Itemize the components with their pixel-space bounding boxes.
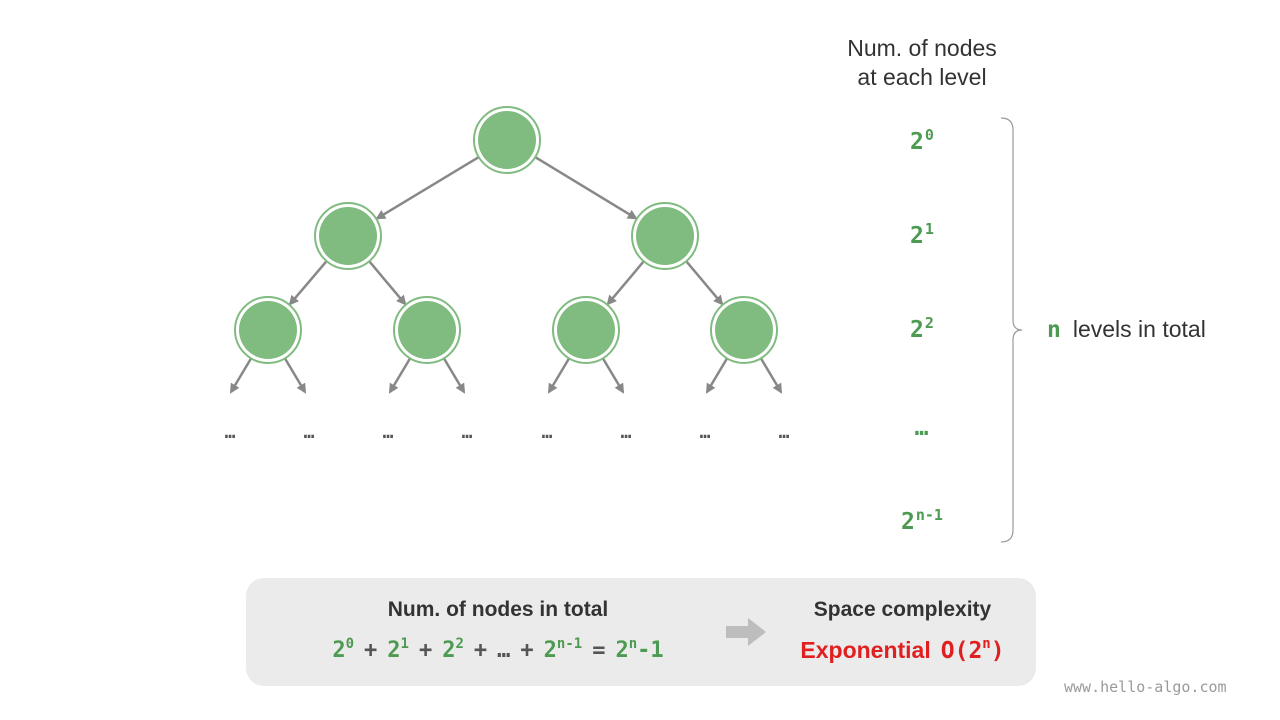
watermark: www.hello-algo.com (1064, 678, 1227, 696)
level-count-exp: 1 (924, 220, 934, 238)
level-count-1: 21 (872, 220, 972, 249)
levels-header-line2: at each level (857, 64, 987, 90)
space-complexity-value: Exponential O(2n) (780, 636, 1025, 664)
formula-term: 2n-1 (543, 636, 583, 663)
leaf-ellipsis: … (699, 422, 711, 443)
tree-edge (683, 258, 724, 306)
level-brace (1000, 117, 1023, 543)
levels-header-line1: Num. of nodes (847, 35, 997, 61)
level-count-exp: 2 (924, 314, 934, 332)
right-arrow-icon (726, 618, 766, 646)
tree-edge (229, 355, 254, 394)
level-count-base: 2 (910, 317, 924, 343)
leaf-ellipsis: … (224, 422, 236, 443)
leaf-ellipsis: … (461, 422, 473, 443)
tree-edge (532, 155, 638, 220)
formula-ellipsis: … (497, 638, 511, 663)
tree-node (715, 301, 773, 359)
level-count-base: 2 (901, 509, 915, 535)
tree-node (478, 111, 536, 169)
plus-sign: + (418, 638, 433, 663)
leaf-ellipsis: … (303, 422, 315, 443)
level-count-0: 20 (872, 126, 972, 155)
tree-edge (547, 355, 572, 394)
tree-edge (366, 258, 407, 306)
level-count-ellipsis: … (872, 412, 972, 441)
level-count-2: 22 (872, 314, 972, 343)
tree-edge (441, 355, 466, 394)
leaf-ellipsis: … (778, 422, 790, 443)
leaf-ellipsis: … (620, 422, 632, 443)
plus-sign: + (520, 638, 534, 663)
level-count-last: 2n-1 (872, 506, 972, 535)
leaf-ellipsis: … (541, 422, 553, 443)
levels-total-label: levels in total (1072, 316, 1206, 342)
formula-result: 2n-1 (615, 636, 664, 663)
leaf-ellipsis: … (382, 422, 394, 443)
tree-edge (388, 355, 413, 394)
tree-node (398, 301, 456, 359)
tree-nodes (234, 106, 778, 364)
summary-box (246, 578, 1036, 686)
levels-n: n (1047, 317, 1061, 343)
complexity-label: Exponential (800, 637, 931, 663)
level-count-base: 2 (910, 223, 924, 249)
level-count-base: 2 (910, 129, 924, 155)
tree-node (557, 301, 615, 359)
level-count-exp: n-1 (915, 506, 943, 524)
total-nodes-title: Num. of nodes in total (387, 598, 609, 621)
tree-edge (705, 355, 730, 394)
plus-sign: + (364, 638, 378, 663)
formula-term: 22 (442, 636, 464, 663)
tree-edge (600, 355, 625, 394)
tree-node (636, 207, 694, 265)
levels-total: n levels in total (1047, 316, 1206, 343)
tree-edges (229, 154, 783, 394)
level-count-base: … (914, 415, 929, 441)
tree-edge (288, 258, 329, 306)
tree-edge (375, 154, 482, 220)
formula-term: 21 (387, 636, 409, 663)
big-o-notation: O(2n) (940, 636, 1005, 664)
tree-edge (606, 258, 647, 306)
level-count-exp: 0 (924, 126, 934, 144)
total-nodes-formula: 20 +21 +22 + … +2n-1 = 2n-1 (260, 636, 736, 663)
tree-node (239, 301, 297, 359)
formula-term: 20 (332, 636, 355, 663)
levels-header: Num. of nodes at each level (822, 34, 1022, 92)
equals-sign: = (592, 638, 606, 663)
space-complexity-title: Space complexity (813, 598, 992, 621)
tree-edge (282, 355, 307, 394)
plus-sign: + (473, 638, 488, 663)
tree-edge (758, 355, 783, 394)
tree-node (319, 207, 377, 265)
